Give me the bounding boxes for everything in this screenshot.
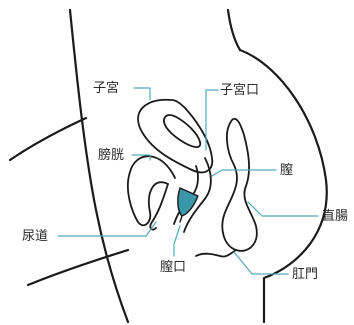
label-vaginal-opening: 膣口 bbox=[160, 259, 186, 275]
vagina-canal bbox=[183, 157, 212, 233]
leader-anus bbox=[233, 251, 289, 275]
organs bbox=[126, 98, 258, 258]
leader-vagina bbox=[211, 169, 277, 177]
abdomen-contour bbox=[68, 8, 130, 324]
leader-lines bbox=[57, 87, 319, 275]
menstrual-cup-stem bbox=[179, 215, 183, 223]
labels: 子宮 子宮口 膀胱 膣 尿道 直腸 膣口 肛門 bbox=[22, 80, 348, 282]
label-cervix: 子宮口 bbox=[220, 82, 259, 98]
uterus-outline bbox=[137, 98, 214, 174]
label-anus: 肛門 bbox=[292, 267, 318, 282]
body-outline bbox=[8, 8, 328, 324]
rectum-outline bbox=[221, 117, 258, 252]
thigh-line-upper bbox=[8, 116, 88, 162]
leader-urethra bbox=[57, 221, 157, 237]
urethra-line bbox=[149, 183, 169, 231]
back-contour bbox=[226, 8, 328, 324]
label-urethra: 尿道 bbox=[22, 229, 48, 244]
leader-uterus bbox=[133, 87, 151, 101]
leader-bladder bbox=[131, 154, 151, 161]
anal-canal bbox=[195, 249, 237, 258]
label-rectum: 直腸 bbox=[322, 209, 348, 224]
label-uterus: 子宮 bbox=[93, 80, 119, 96]
uterine-cavity bbox=[163, 114, 202, 148]
menstrual-cup bbox=[177, 187, 199, 223]
label-bladder: 膀胱 bbox=[98, 147, 124, 163]
label-vagina: 膣 bbox=[280, 162, 293, 178]
bladder-outline bbox=[126, 155, 176, 227]
thigh-line-lower bbox=[26, 248, 130, 287]
leader-cervix bbox=[205, 89, 219, 151]
leader-rectum bbox=[247, 201, 319, 217]
leader-vaginal-opening bbox=[173, 225, 181, 257]
